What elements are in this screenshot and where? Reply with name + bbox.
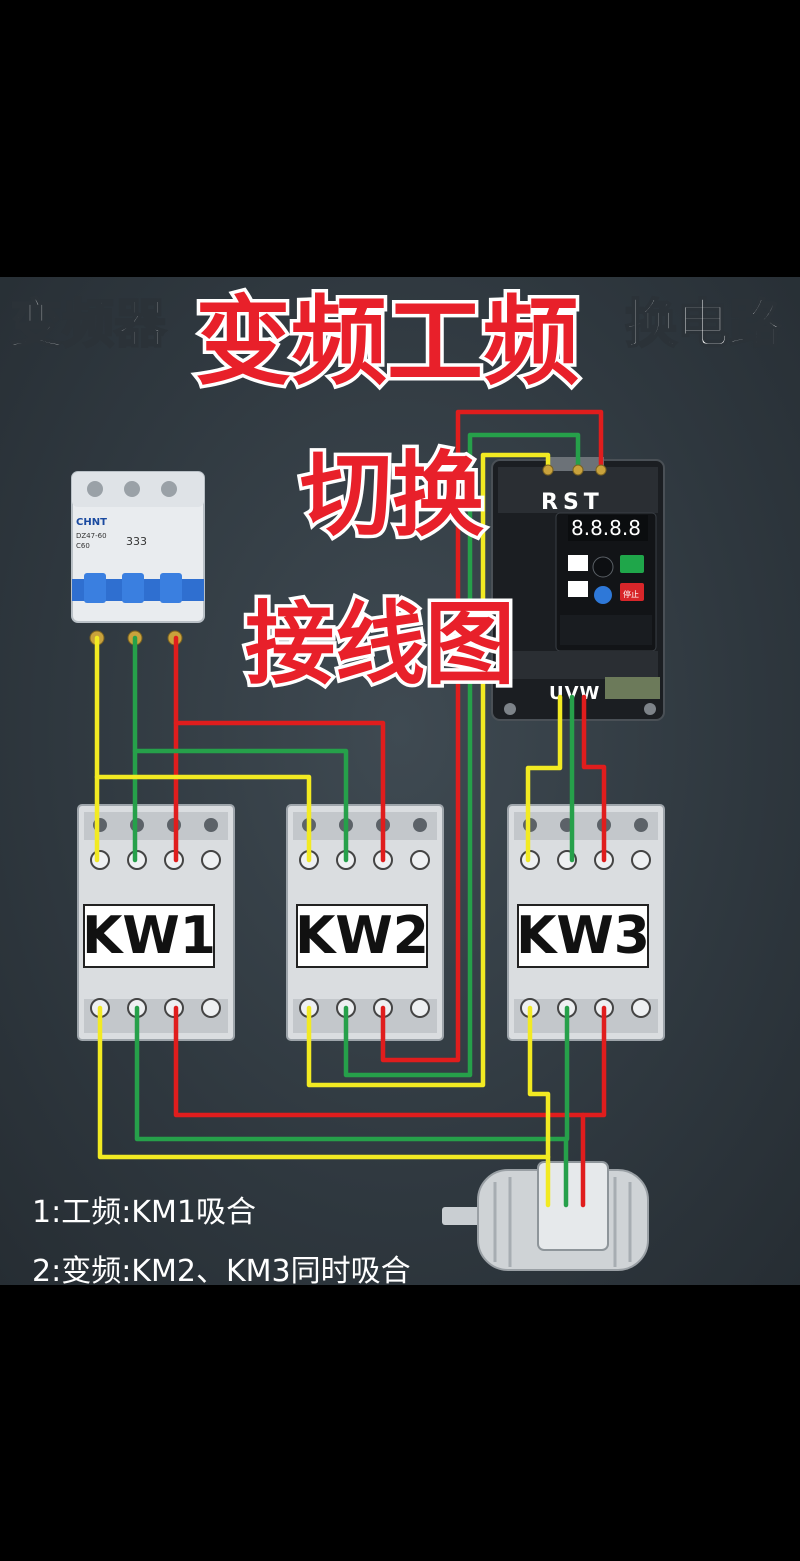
overlay-title-line3: 接线图 xyxy=(245,592,515,697)
breaker-lever-3[interactable] xyxy=(160,573,182,603)
frequency-inverter: RST 8.8.8.8 停止 UVW xyxy=(491,457,665,721)
overlay-title-line1: 变频工频 xyxy=(195,286,579,398)
contactor-kw2-label: KW2 xyxy=(295,906,429,966)
background-title-right: 换电路 xyxy=(625,295,782,355)
wiring-diagram: 变频器 换电路 CHNT DZ47-60 C60 333 RST 8.8.8.8 xyxy=(9,283,783,1286)
background-title-left: 变频器 xyxy=(10,295,167,355)
diagram-stage: 变频器 换电路 CHNT DZ47-60 C60 333 RST 8.8.8.8 xyxy=(0,277,800,1285)
breaker-rating: C60 xyxy=(76,542,90,550)
note-line-2: 2:变频:KM2、KM3同时吸合 xyxy=(32,1254,411,1285)
wiring xyxy=(94,409,607,1208)
inverter-mode-button[interactable] xyxy=(594,586,612,604)
circuit-breaker: CHNT DZ47-60 C60 333 xyxy=(71,471,205,646)
breaker-brand: CHNT xyxy=(76,517,107,528)
inverter-up-button[interactable] xyxy=(568,555,588,571)
breaker-lever-1[interactable] xyxy=(84,573,106,603)
inverter-knob[interactable] xyxy=(592,556,614,578)
note-line-1: 1:工频:KM1吸合 xyxy=(32,1195,256,1230)
inverter-input-terminals: RST xyxy=(541,490,604,515)
electric-motor xyxy=(442,1161,649,1271)
overlay-title-line2: 切换 xyxy=(300,442,484,549)
inverter-display: 8.8.8.8 xyxy=(571,516,641,540)
inverter-output-terminals: UVW xyxy=(549,683,600,704)
contactor-kw3: KW3 xyxy=(507,804,665,1041)
contactor-kw3-label: KW3 xyxy=(516,906,650,966)
breaker-code: 333 xyxy=(126,535,147,548)
inverter-stop-label: 停止 xyxy=(623,589,639,599)
breaker-model: DZ47-60 xyxy=(76,532,107,540)
inverter-down-button[interactable] xyxy=(568,581,588,597)
inverter-stop-button[interactable] xyxy=(620,583,644,601)
contactor-kw1-label: KW1 xyxy=(82,906,216,966)
inverter-run-button[interactable] xyxy=(620,555,644,573)
breaker-lever-2[interactable] xyxy=(122,573,144,603)
contactor-kw2: KW2 xyxy=(286,804,444,1041)
